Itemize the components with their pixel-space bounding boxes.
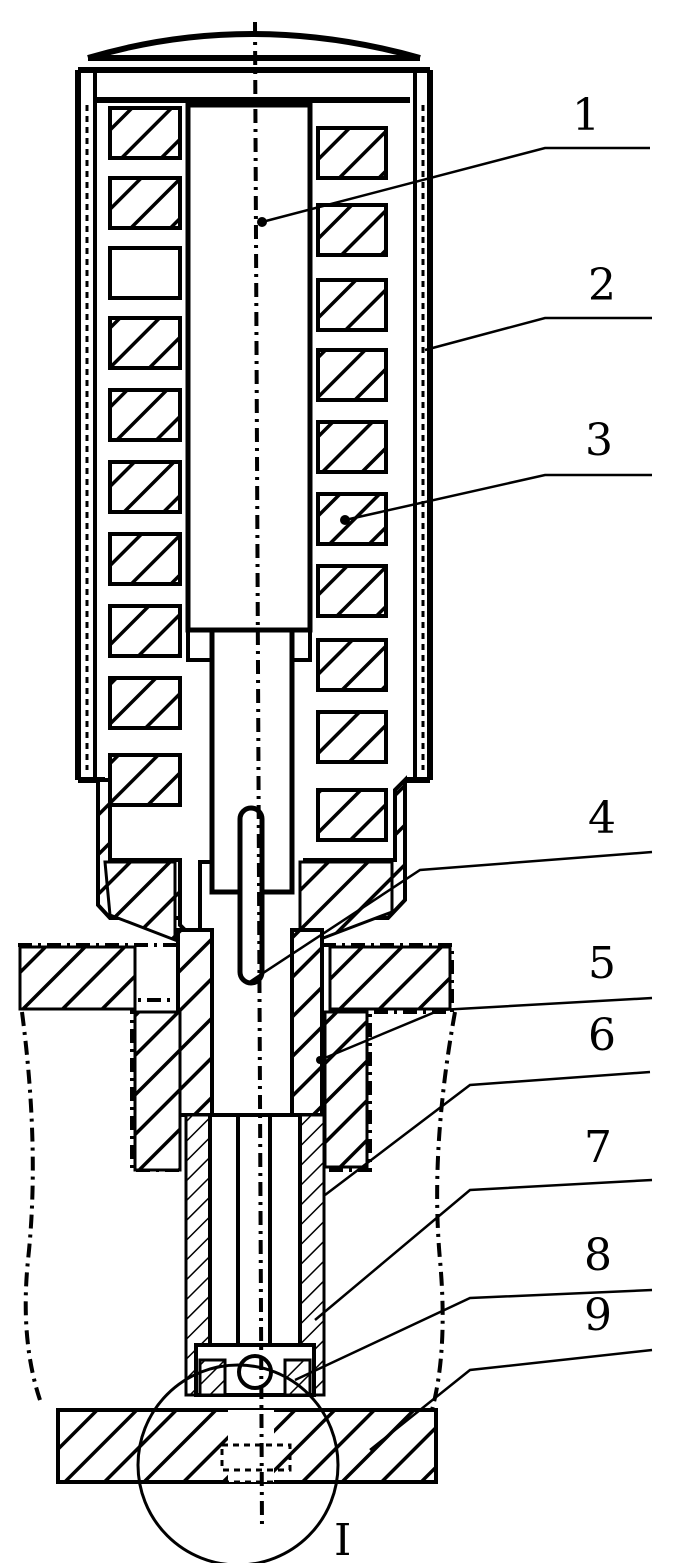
label-part-9: 9 [584, 1290, 612, 1341]
detail-circle [136, 1363, 340, 1563]
outer-housing [75, 31, 433, 783]
guide-sleeve [176, 928, 324, 1117]
lower-coil-base [96, 775, 407, 950]
armature-core [185, 102, 313, 986]
cylinder-head-floor [56, 1408, 438, 1484]
label-detail-I: I [334, 1515, 351, 1563]
coil-windings-right [316, 126, 388, 842]
label-part-3: 3 [585, 415, 613, 466]
label-part-6: 6 [588, 1010, 616, 1061]
leader-lines [247, 146, 653, 1451]
label-part-8: 8 [584, 1230, 612, 1281]
nozzle-assembly [184, 1113, 326, 1397]
label-part-5: 5 [588, 938, 616, 989]
engine-block-upper [18, 943, 457, 1411]
label-part-4: 4 [588, 793, 616, 844]
label-part-2: 2 [588, 260, 616, 311]
label-part-7: 7 [584, 1122, 612, 1173]
coil-windings-left [108, 106, 182, 807]
center-axis-line [253, 21, 264, 1531]
label-part-1: 1 [572, 90, 600, 141]
part-labels: 1 2 3 4 5 6 7 8 9 I [334, 90, 616, 1563]
